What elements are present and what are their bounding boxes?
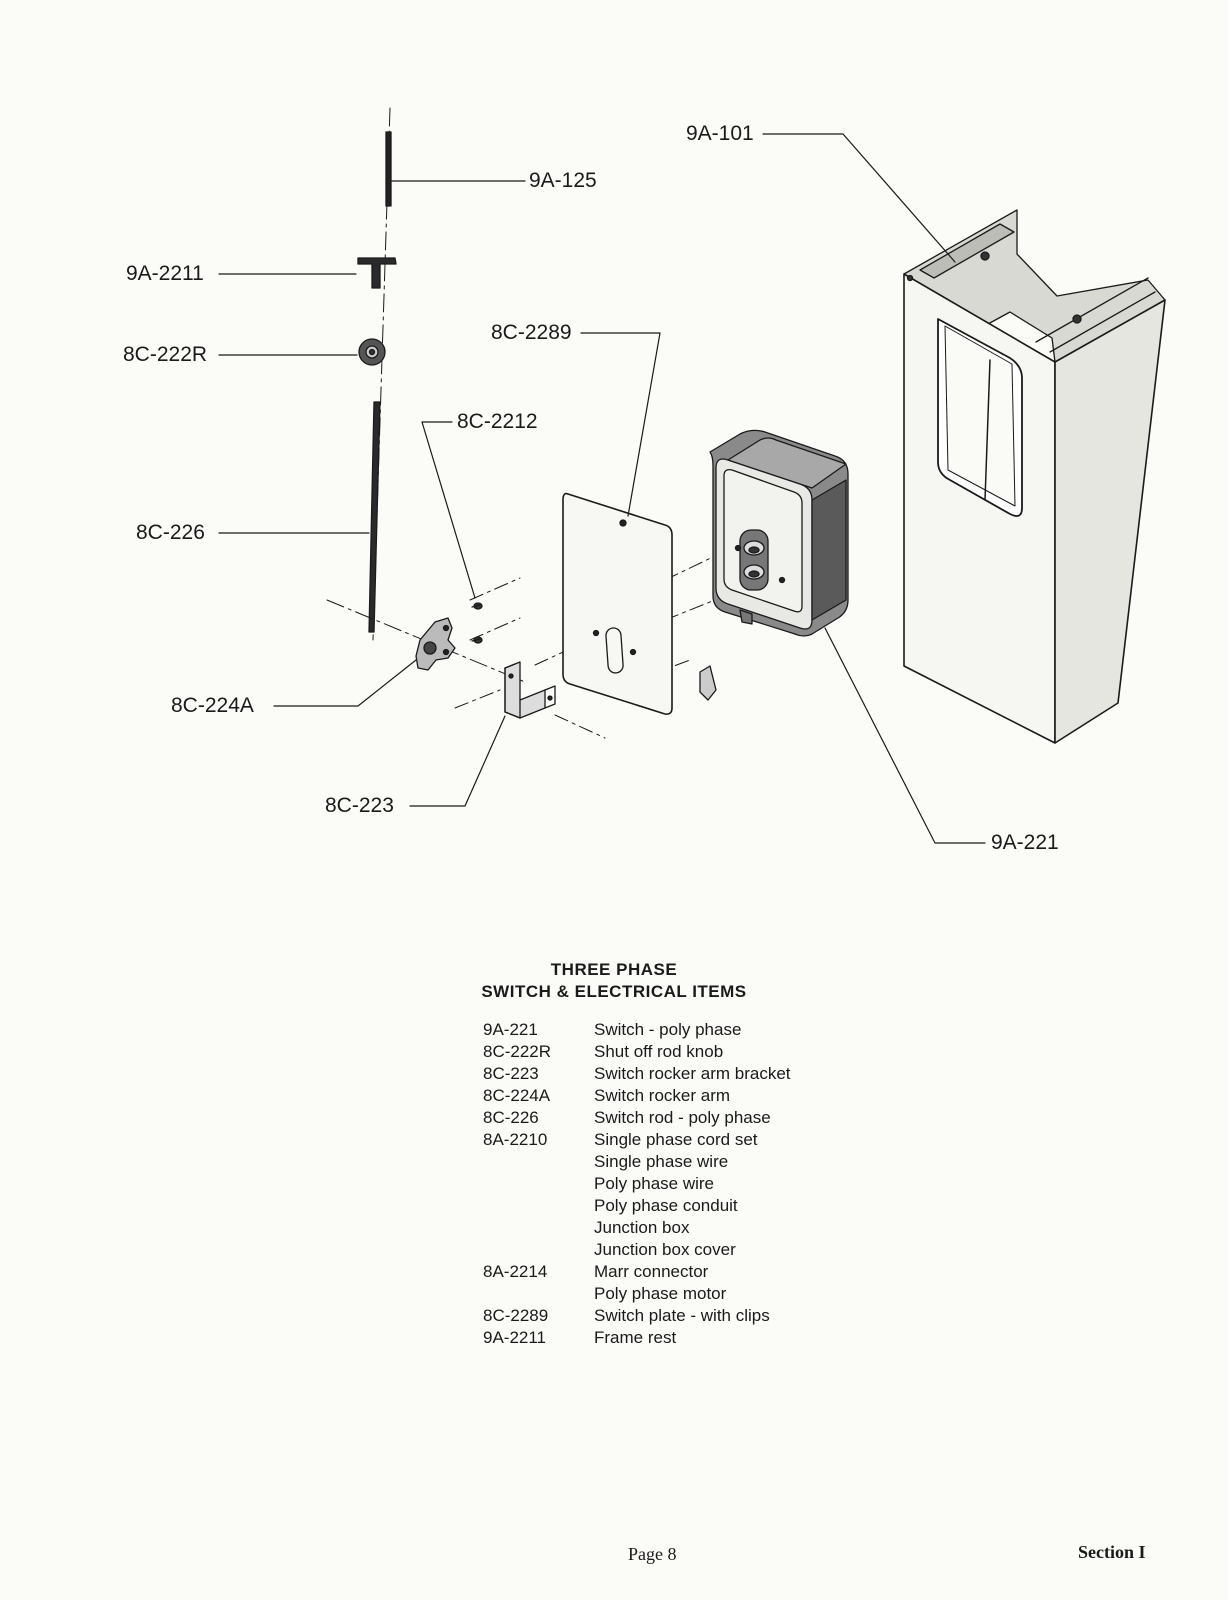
part-8c2289-switch-plate [562,492,673,715]
part-description: Shut off rod knob [594,1042,724,1061]
parts-list-row: 8C-2289 Switch plate - with clips [483,1305,903,1327]
parts-list-row: Poly phase conduit [483,1195,903,1217]
leader-lines [218,133,986,844]
callout-8c226: 8C-226 [136,521,205,544]
part-8c223-bracket [504,661,556,719]
callout-9a221: 9A-221 [991,831,1059,854]
parts-list-row: 9A-2211 Frame rest [483,1327,903,1349]
part-description: Poly phase conduit [594,1196,738,1215]
switch-plate-clip [699,665,717,701]
parts-list-row: 8A-2214 Marr connector [483,1261,903,1283]
part-8c2212-screws [471,602,483,644]
part-description: Marr connector [594,1262,709,1281]
parts-list-row: Poly phase wire [483,1173,903,1195]
part-9a125-pin [385,131,392,207]
part-description: Junction box cover [594,1240,736,1259]
callout-9a101: 9A-101 [686,122,754,145]
part-code: 8C-2289 [483,1306,549,1325]
part-8c224a-rocker-arm [415,617,456,671]
part-description: Frame rest [594,1328,677,1347]
part-8c222r-knob [358,338,386,366]
part-code: 9A-2211 [483,1328,547,1347]
part-8c226-rod [368,401,381,633]
parts-list-row: Junction box [483,1217,903,1239]
parts-list-row: 8C-226 Switch rod - poly phase [483,1107,903,1129]
callout-8c222r: 8C-222R [123,343,208,366]
parts-list-row: 8C-224A Switch rocker arm [483,1085,903,1107]
parts-list-row: 8C-223 Switch rocker arm bracket [483,1063,903,1085]
part-9a2211-frame-rest [357,257,397,289]
part-description: Single phase wire [594,1152,729,1171]
part-9a101-frame [903,209,1166,744]
parts-list-row: 8A-2210 Single phase cord set [483,1129,903,1151]
page-number: Page 8 [628,1544,677,1564]
parts-list-row: 9A-221 Switch - poly phase [483,1019,903,1041]
parts-list-title-line2: SWITCH & ELECTRICAL ITEMS [481,982,747,1001]
section-label: Section I [1078,1542,1146,1562]
parts-list-row: Single phase wire [483,1151,903,1173]
part-description: Poly phase motor [594,1284,727,1303]
callout-9a2211: 9A-2211 [126,262,204,285]
callout-8c2289: 8C-2289 [491,321,572,344]
parts-list-row: 8C-222R Shut off rod knob [483,1041,903,1063]
part-description: Poly phase wire [594,1174,715,1193]
part-description: Single phase cord set [594,1130,758,1149]
part-code: 8C-226 [483,1108,539,1127]
callout-9a125: 9A-125 [529,169,597,192]
exploded-parts-diagram [218,107,1166,844]
part-code: 8C-222R [483,1042,552,1061]
part-9a221-switch-box [709,429,849,637]
callout-8c224a: 8C-224A [171,694,254,717]
parts-list-title-line1: THREE PHASE [550,960,678,979]
callout-8c2212: 8C-2212 [457,410,538,433]
parts-list-row: Junction box cover [483,1239,903,1261]
part-description: Switch - poly phase [594,1020,742,1039]
part-code: 8A-2214 [483,1262,548,1281]
part-code: 8C-224A [483,1086,551,1105]
part-description: Junction box [594,1218,690,1237]
part-description: Switch rocker arm bracket [594,1064,791,1083]
part-description: Switch rocker arm [594,1086,731,1105]
parts-list: 9A-221 Switch - poly phase 8C-222R Shut off… [483,1019,903,1349]
part-code: 8C-223 [483,1064,539,1083]
part-description: Switch rod - poly phase [594,1108,771,1127]
parts-list-row: Poly phase motor [483,1283,903,1305]
part-code: 9A-221 [483,1020,538,1039]
part-code: 8A-2210 [483,1130,548,1149]
callout-8c223: 8C-223 [325,794,394,817]
part-description: Switch plate - with clips [594,1306,770,1325]
